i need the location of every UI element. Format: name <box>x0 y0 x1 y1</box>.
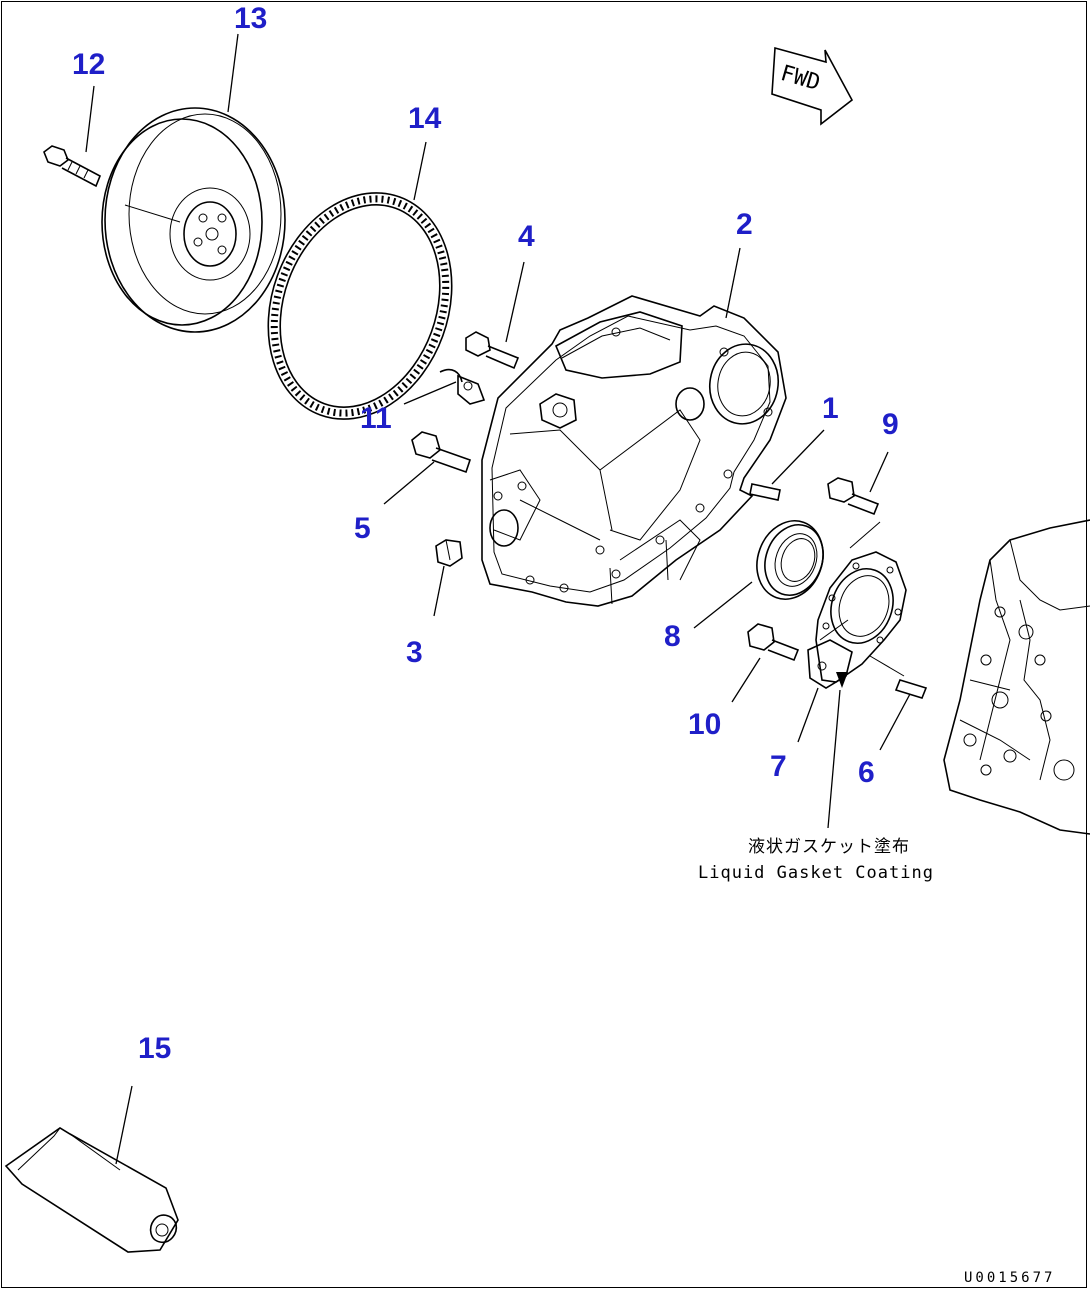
housing-bolt-lower-drawing <box>411 431 472 474</box>
fwd-arrow-icon: FWD <box>771 46 854 126</box>
callout-12: 12 <box>72 48 105 81</box>
note-japanese: 液状ガスケット塗布 <box>748 836 910 857</box>
oil-seal-drawing <box>756 520 824 600</box>
drawing-code: U0015677 <box>964 1270 1055 1286</box>
callouts: 13 12 14 2 4 11 1 9 5 3 8 10 7 6 15 <box>72 2 899 1065</box>
callout-11: 11 <box>360 402 392 435</box>
callout-14: 14 <box>408 102 442 135</box>
seal-case-drawing <box>807 551 907 689</box>
callout-7: 7 <box>770 750 787 783</box>
flywheel-housing-drawing <box>481 295 787 607</box>
callout-5: 5 <box>354 512 371 545</box>
callout-6: 6 <box>858 756 875 789</box>
callout-8: 8 <box>664 620 681 653</box>
callout-15: 15 <box>138 1032 171 1065</box>
callout-4: 4 <box>518 220 535 253</box>
housing-bolt-upper-drawing <box>465 331 520 370</box>
callout-10: 10 <box>688 708 721 741</box>
seal-case-bolt-upper-drawing <box>827 477 880 516</box>
callout-1: 1 <box>822 392 839 425</box>
callout-13: 13 <box>234 2 267 35</box>
gasket-tube-drawing <box>4 1127 179 1253</box>
plug-drawing <box>435 539 463 567</box>
callout-3: 3 <box>406 636 423 669</box>
leader-lines <box>85 33 911 1165</box>
dowel-pin-drawing <box>749 483 781 501</box>
sensor-drawing <box>439 368 486 405</box>
seal-case-dowel-drawing <box>894 679 928 699</box>
callout-2: 2 <box>736 208 753 241</box>
seal-case-bolt-lower-drawing <box>747 623 800 662</box>
flywheel-bolt-drawing <box>43 145 102 188</box>
note-english: Liquid Gasket Coating <box>698 863 934 883</box>
ring-gear-drawing <box>267 192 453 420</box>
callout-9: 9 <box>882 408 899 441</box>
flywheel-drawing <box>101 107 286 333</box>
fwd-label: FWD <box>778 61 823 96</box>
engine-block-drawing <box>943 519 1090 835</box>
